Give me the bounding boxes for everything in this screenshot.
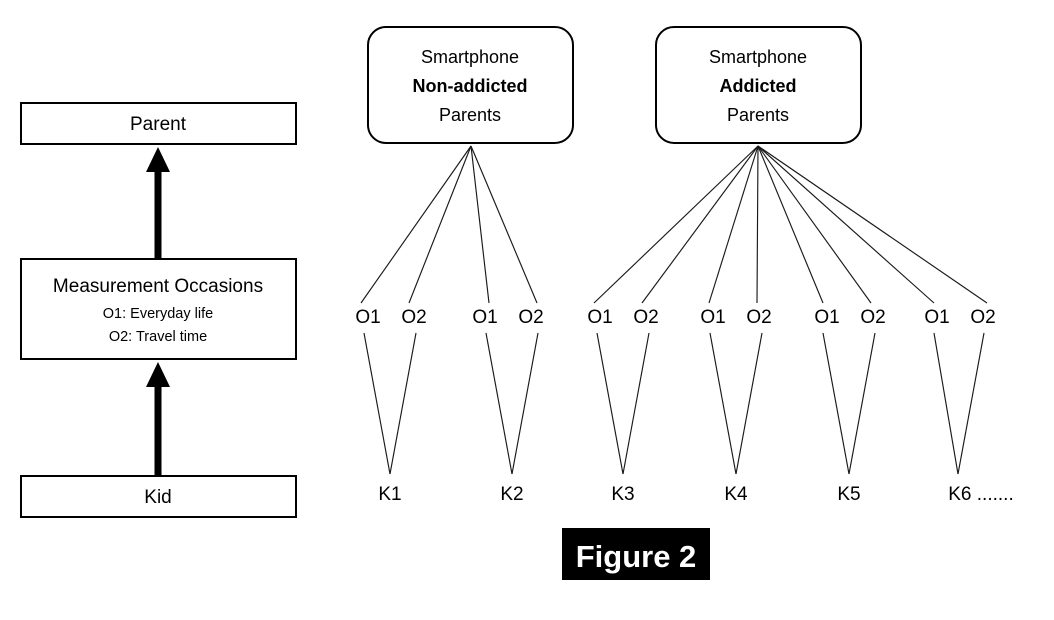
vee-line bbox=[957, 332, 985, 475]
kid-label-k5[interactable]: K5 bbox=[837, 484, 860, 505]
kid-box-rect bbox=[20, 475, 297, 518]
non-addicted-box-rect bbox=[367, 26, 574, 144]
vee-line bbox=[363, 332, 391, 475]
vee-line bbox=[622, 332, 650, 475]
fan-line bbox=[757, 145, 935, 304]
fan-line bbox=[757, 145, 824, 304]
occasion-label-k1-o1[interactable]: O1 bbox=[355, 307, 380, 328]
arrow-head bbox=[146, 362, 170, 387]
measurement-sublabel-o1: O1: Everyday life bbox=[103, 306, 213, 322]
non-addicted-group: Smartphone Non-addicted Parents O1 O2 O1… bbox=[355, 26, 574, 505]
arrow-head bbox=[146, 147, 170, 172]
fan-line bbox=[757, 145, 988, 304]
kid-label-k4[interactable]: K4 bbox=[724, 484, 748, 505]
non-addicted-fan-lines bbox=[360, 145, 538, 304]
fan-line bbox=[757, 145, 872, 304]
kid-label-k2[interactable]: K2 bbox=[500, 484, 523, 505]
figure-caption: Figure 2 bbox=[562, 528, 710, 580]
fan-line bbox=[360, 145, 472, 304]
addicted-vee-lines bbox=[596, 332, 985, 475]
fan-line bbox=[708, 145, 759, 304]
occasion-label-k3-o2[interactable]: O2 bbox=[633, 307, 658, 328]
addicted-fan-lines bbox=[593, 145, 988, 304]
occasion-label-k6-o1[interactable]: O1 bbox=[924, 307, 949, 328]
vee-line bbox=[596, 332, 624, 475]
vee-line bbox=[511, 332, 539, 475]
kid-to-measurement-arrow-icon bbox=[146, 362, 170, 476]
occasion-label-k4-o2[interactable]: O2 bbox=[746, 307, 771, 328]
addicted-group: Smartphone Addicted Parents O1 O2 bbox=[587, 26, 1014, 505]
measurement-sublabel-o2: O2: Travel time bbox=[109, 329, 207, 345]
vee-line bbox=[848, 332, 876, 475]
occasion-label-k5-o1[interactable]: O1 bbox=[814, 307, 839, 328]
non-addicted-vee-lines bbox=[363, 332, 539, 475]
vee-line bbox=[485, 332, 513, 475]
occasion-label-k2-o2[interactable]: O2 bbox=[518, 307, 543, 328]
vee-line bbox=[709, 332, 737, 475]
fan-line bbox=[470, 145, 490, 304]
right-tree-panel: Smartphone Non-addicted Parents O1 O2 O1… bbox=[355, 26, 1014, 505]
occasion-label-k2-o1[interactable]: O1 bbox=[472, 307, 497, 328]
parent-level-box[interactable]: Parent bbox=[20, 102, 297, 145]
occasion-label-k5-o2[interactable]: O2 bbox=[860, 307, 885, 328]
fan-line bbox=[408, 145, 472, 304]
measurement-box-rect bbox=[20, 258, 297, 360]
occasion-label-k6-o2[interactable]: O2 bbox=[970, 307, 995, 328]
kid-box-label: Kid bbox=[144, 487, 171, 508]
vee-line bbox=[822, 332, 850, 475]
kid-label-k3[interactable]: K3 bbox=[611, 484, 634, 505]
kid-level-box[interactable]: Kid bbox=[20, 475, 297, 518]
vee-line bbox=[933, 332, 959, 475]
fan-line bbox=[756, 145, 759, 304]
parent-box-rect bbox=[20, 102, 297, 145]
fan-line bbox=[470, 145, 538, 304]
non-addicted-line1: Smartphone bbox=[421, 47, 519, 67]
non-addicted-line3: Parents bbox=[439, 105, 501, 125]
kid-label-k6[interactable]: K6 ....... bbox=[948, 484, 1013, 505]
caption-background bbox=[562, 528, 710, 580]
addicted-line3: Parents bbox=[727, 105, 789, 125]
fan-line bbox=[593, 145, 759, 304]
measurement-box-label: Measurement Occasions bbox=[53, 276, 263, 297]
measurement-to-parent-arrow-icon bbox=[146, 147, 170, 259]
addicted-line2: Addicted bbox=[719, 76, 796, 96]
parent-box-label: Parent bbox=[130, 114, 187, 135]
fan-line bbox=[641, 145, 759, 304]
non-addicted-parents-box[interactable]: Smartphone Non-addicted Parents bbox=[367, 26, 574, 144]
occasion-label-k1-o2[interactable]: O2 bbox=[401, 307, 426, 328]
occasion-label-k3-o1[interactable]: O1 bbox=[587, 307, 612, 328]
addicted-line1: Smartphone bbox=[709, 47, 807, 67]
kid-label-k1[interactable]: K1 bbox=[378, 484, 401, 505]
caption-label: Figure 2 bbox=[576, 539, 697, 574]
non-addicted-line2: Non-addicted bbox=[413, 76, 528, 96]
occasion-label-k4-o1[interactable]: O1 bbox=[700, 307, 725, 328]
addicted-box-rect bbox=[655, 26, 862, 144]
vee-line bbox=[389, 332, 417, 475]
left-hierarchy-panel: Parent Measurement Occasions O1: Everyda… bbox=[20, 102, 297, 518]
addicted-parents-box[interactable]: Smartphone Addicted Parents bbox=[655, 26, 862, 144]
vee-line bbox=[735, 332, 763, 475]
measurement-level-box[interactable]: Measurement Occasions O1: Everyday life … bbox=[20, 258, 297, 360]
